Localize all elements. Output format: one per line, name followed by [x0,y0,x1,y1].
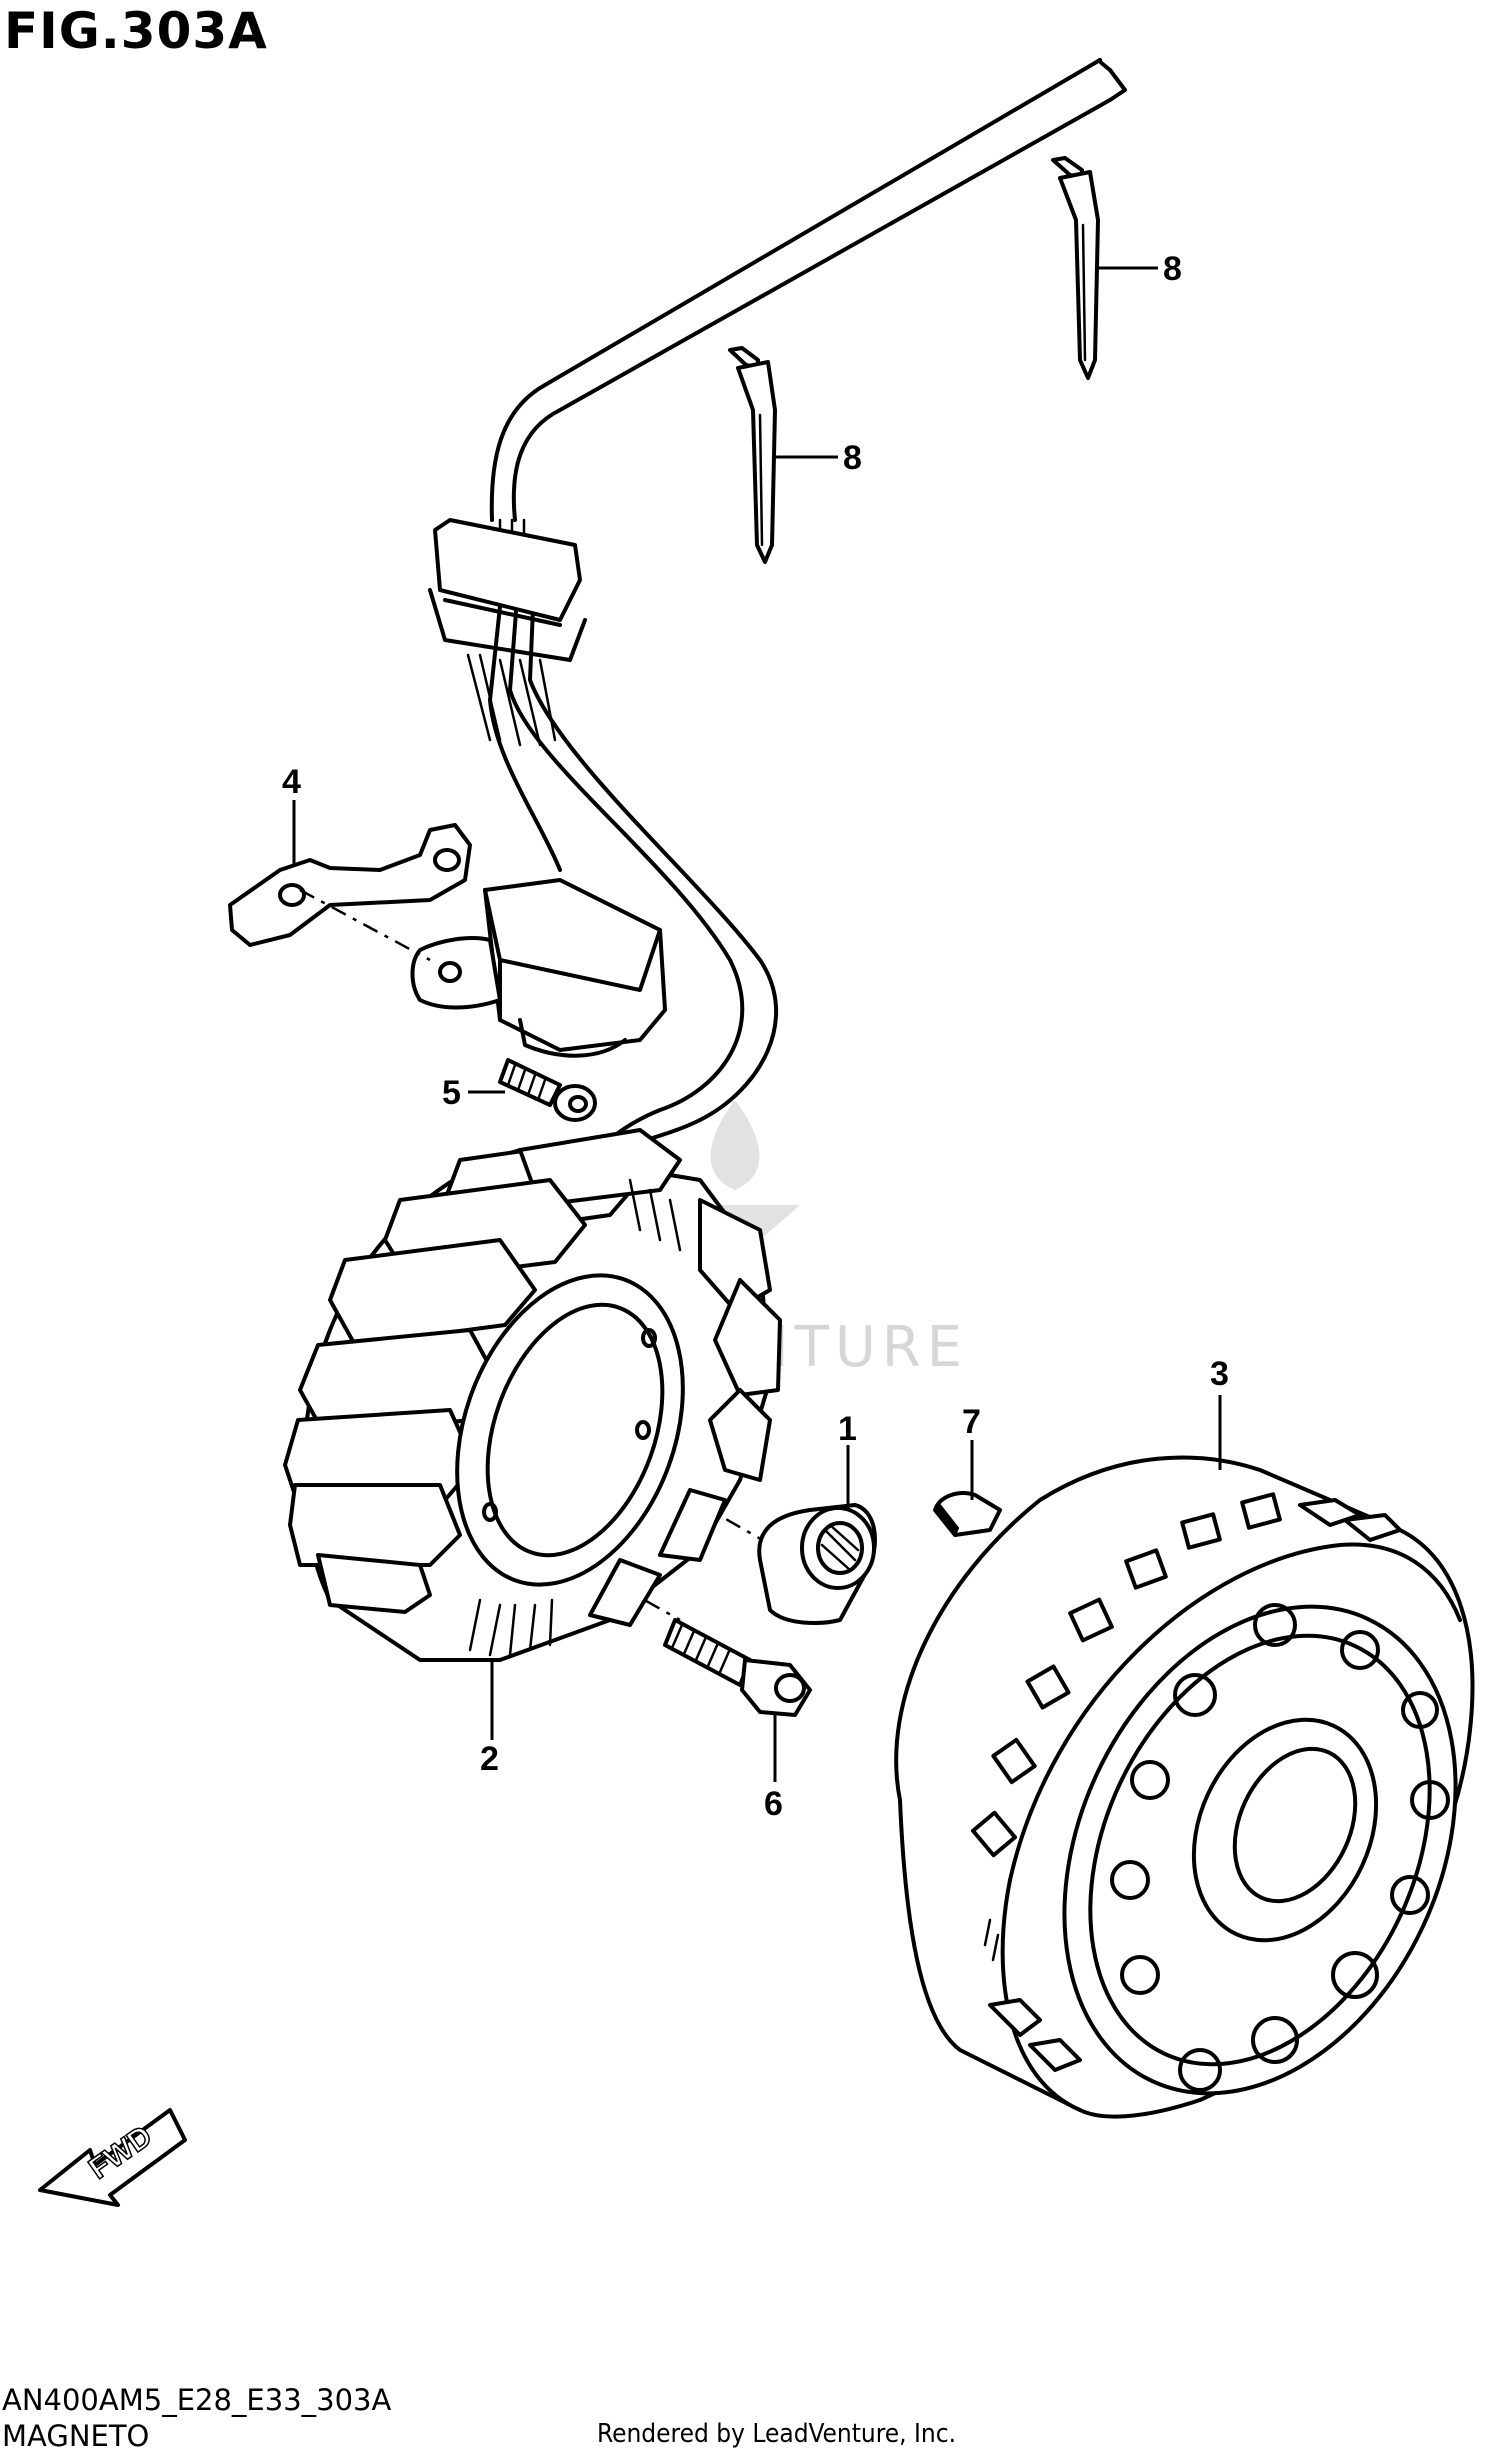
callout-8-lower: 8 [843,439,862,477]
callout-5: 5 [442,1074,461,1112]
bracket-axis-line [299,888,431,962]
cable-tie-lower [728,346,777,564]
fwd-direction-arrow: FWD [38,2108,187,2207]
figure-code: AN400AM5_E28_E33_303A [2,2383,392,2417]
pickup-screw [498,1058,597,1122]
callout-1: 1 [838,1410,857,1448]
flywheel-rotor [894,1455,1475,2119]
callout-6: 6 [764,1785,783,1823]
callout-7: 7 [962,1403,981,1441]
pickup-coil [410,878,667,1058]
wiring-harness [428,58,1127,1152]
flywheel-nut [757,1503,877,1625]
callout-8-upper: 8 [1163,250,1182,288]
render-credit: Rendered by LeadVenture, Inc. [597,2419,957,2449]
bolt-axis-line [519,1528,681,1622]
cable-tie-upper [1051,156,1100,380]
stator [283,1128,782,1662]
pickup-bracket [228,823,472,947]
woodruff-key [933,1491,1002,1537]
stator-bolt [663,1618,812,1717]
callout-2: 2 [480,1740,499,1778]
flame-logo-icon [710,1100,760,1190]
figure-title: FIG.303A [4,2,268,60]
leader-lines [292,266,1222,1782]
callout-3: 3 [1210,1355,1229,1393]
callouts: 8 8 4 5 1 7 3 2 6 [282,250,1229,1823]
figure-name: MAGNETO [2,2419,150,2453]
callout-4: 4 [282,763,301,801]
